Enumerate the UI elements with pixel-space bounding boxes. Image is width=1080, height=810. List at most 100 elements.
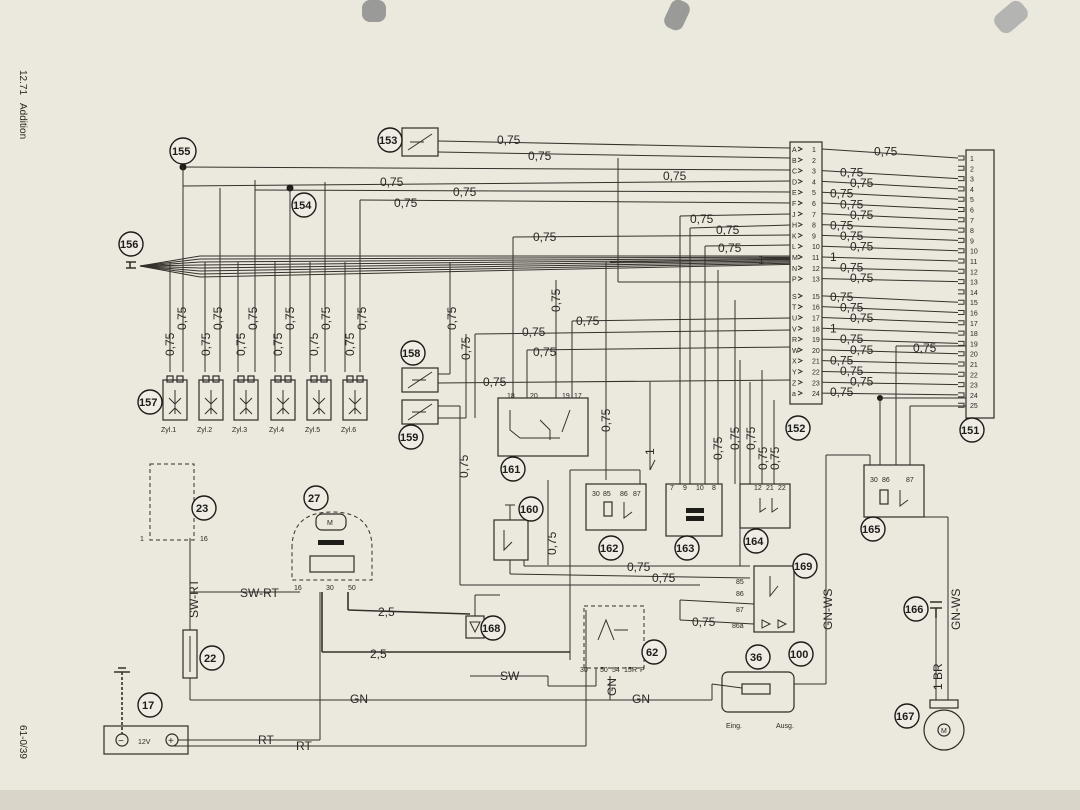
connector-151-pin-10: 10: [970, 249, 978, 256]
injector-label-2: Zyl.2: [197, 427, 212, 434]
connector-152-num-1: 1: [812, 147, 816, 154]
t161-17: 17: [574, 393, 582, 400]
connector-152-pin-W: W: [792, 348, 799, 355]
connector-151-pin-5: 5: [970, 197, 974, 204]
connector-152-pin-H: H: [792, 223, 797, 230]
connector-152-pin-X: X: [792, 359, 797, 366]
t165-87: 87: [906, 477, 914, 484]
wire-label-top1: 0,75: [663, 169, 687, 183]
connector-152-pin-T: T: [792, 305, 797, 312]
connector-152-pin-C: C: [792, 169, 797, 176]
connector-151-pin-23: 23: [970, 383, 978, 390]
connector-151-pin-18: 18: [970, 331, 978, 338]
wire-label-m4: 0,75: [533, 230, 557, 244]
bus-wire-label-16: 0,75: [840, 332, 864, 346]
bus-wire-label-14: 0,75: [850, 311, 874, 325]
injector-wire-b-5: 0,75: [319, 306, 333, 330]
t27-50: 50: [348, 585, 356, 592]
wire-label-161c: 0,75: [576, 314, 600, 328]
bus-wire-label-10: 0,75: [840, 261, 864, 275]
label-36: [745, 644, 771, 670]
label-160-text: 160: [520, 504, 538, 516]
injector-1: [162, 379, 188, 421]
label-168: [480, 615, 506, 641]
wire-label-162: 1: [643, 448, 657, 455]
bus-wire-label-4: 0,75: [840, 197, 864, 211]
wire-label-161d: 0,75: [549, 288, 563, 312]
bus-wire-label-6: 0,75: [830, 218, 854, 232]
injector-3: [233, 379, 259, 421]
connector-152-num-8: 8: [812, 223, 816, 230]
t162-30: 30: [592, 491, 600, 498]
wire-label-rt2: RT: [296, 739, 312, 753]
connector-152-num-3: 3: [812, 169, 816, 176]
label-156-text: 156: [120, 239, 138, 251]
connector-152-num-24: 24: [812, 391, 820, 398]
connector-152-pin-R: R: [792, 337, 797, 344]
injector-2: [198, 379, 224, 421]
header-section: Addition: [17, 103, 28, 139]
sensor-158: [401, 367, 439, 393]
pump-m: M: [941, 728, 947, 735]
label-157: [137, 389, 163, 415]
connector-152-pin-S: S: [792, 294, 797, 301]
label-ausg: Ausg.: [776, 723, 794, 730]
injector-wire-a-3: 0,75: [234, 332, 248, 356]
connector-152-pin-K: K: [792, 233, 797, 240]
t27-16: 16: [294, 585, 302, 592]
injector-wire-b-6: 0,75: [355, 306, 369, 330]
t161-18: 18: [507, 393, 515, 400]
connector-152-pin-U: U: [792, 315, 797, 322]
t23-1: 1: [140, 536, 144, 543]
t62-15: 15: [624, 667, 632, 674]
connector-152-pin-E: E: [792, 190, 797, 197]
label-62-text: 62: [646, 647, 658, 659]
wire-label-25b: 2,5: [370, 647, 387, 661]
bus-wire-label-15: 1: [830, 322, 837, 336]
wire-label-gnws1: GN-WS: [821, 589, 835, 630]
connector-151-pin-12: 12: [970, 269, 978, 276]
connector-151-pin-7: 7: [970, 218, 974, 225]
bus-wire-label-9: 1: [830, 250, 837, 264]
wire-label-sw: SW: [500, 669, 520, 683]
ground-166: [930, 601, 942, 618]
connector-152-pin-B: B: [792, 158, 797, 165]
label-163: [674, 535, 700, 561]
t62-R: R: [632, 667, 637, 674]
injector-wire-b-3: 0,75: [246, 306, 260, 330]
connector-152-pin-N: N: [792, 266, 797, 273]
t162-86: 86: [620, 491, 628, 498]
t169-86: 86: [736, 591, 744, 598]
binder-rings: [362, 0, 1028, 34]
label-17-text: 17: [142, 700, 154, 712]
connector-152-num-22: 22: [812, 369, 820, 376]
label-159: [398, 424, 424, 450]
bus-wire-label-0: 0,75: [874, 145, 898, 159]
bus-wire-label-5: 0,75: [850, 208, 874, 222]
label-36-text: 36: [750, 652, 762, 664]
injector-label-1: Zyl.1: [161, 427, 176, 434]
wire-label-161a: 0,75: [522, 325, 546, 339]
connector-152-num-23: 23: [812, 380, 820, 387]
connector-151-pin-4: 4: [970, 187, 974, 194]
header-date: 12.71: [17, 70, 28, 95]
connector-152-pin-Z: Z: [792, 380, 797, 387]
t165-30: 30: [870, 477, 878, 484]
label-162: [598, 535, 624, 561]
connector-152-num-15: 15: [812, 294, 820, 301]
component-163: [665, 483, 723, 537]
wire-label-153b: 0,75: [528, 149, 552, 163]
label-151: [959, 417, 985, 443]
t169-86a: 86a: [732, 623, 744, 630]
label-152-text: 152: [787, 423, 805, 435]
wire-label-swrt1: SW-RT: [187, 578, 201, 618]
wire-label-br: BR: [931, 663, 945, 680]
connector-152-pin-a: a: [792, 391, 796, 398]
label-156: [118, 231, 144, 257]
label-158-text: 158: [402, 348, 420, 360]
injector-wire-a-2: 0,75: [199, 332, 213, 356]
t62-P: P: [640, 667, 645, 674]
wire-label-gnws2: GN-WS: [949, 589, 963, 630]
connector-151-pin-22: 22: [970, 372, 978, 379]
